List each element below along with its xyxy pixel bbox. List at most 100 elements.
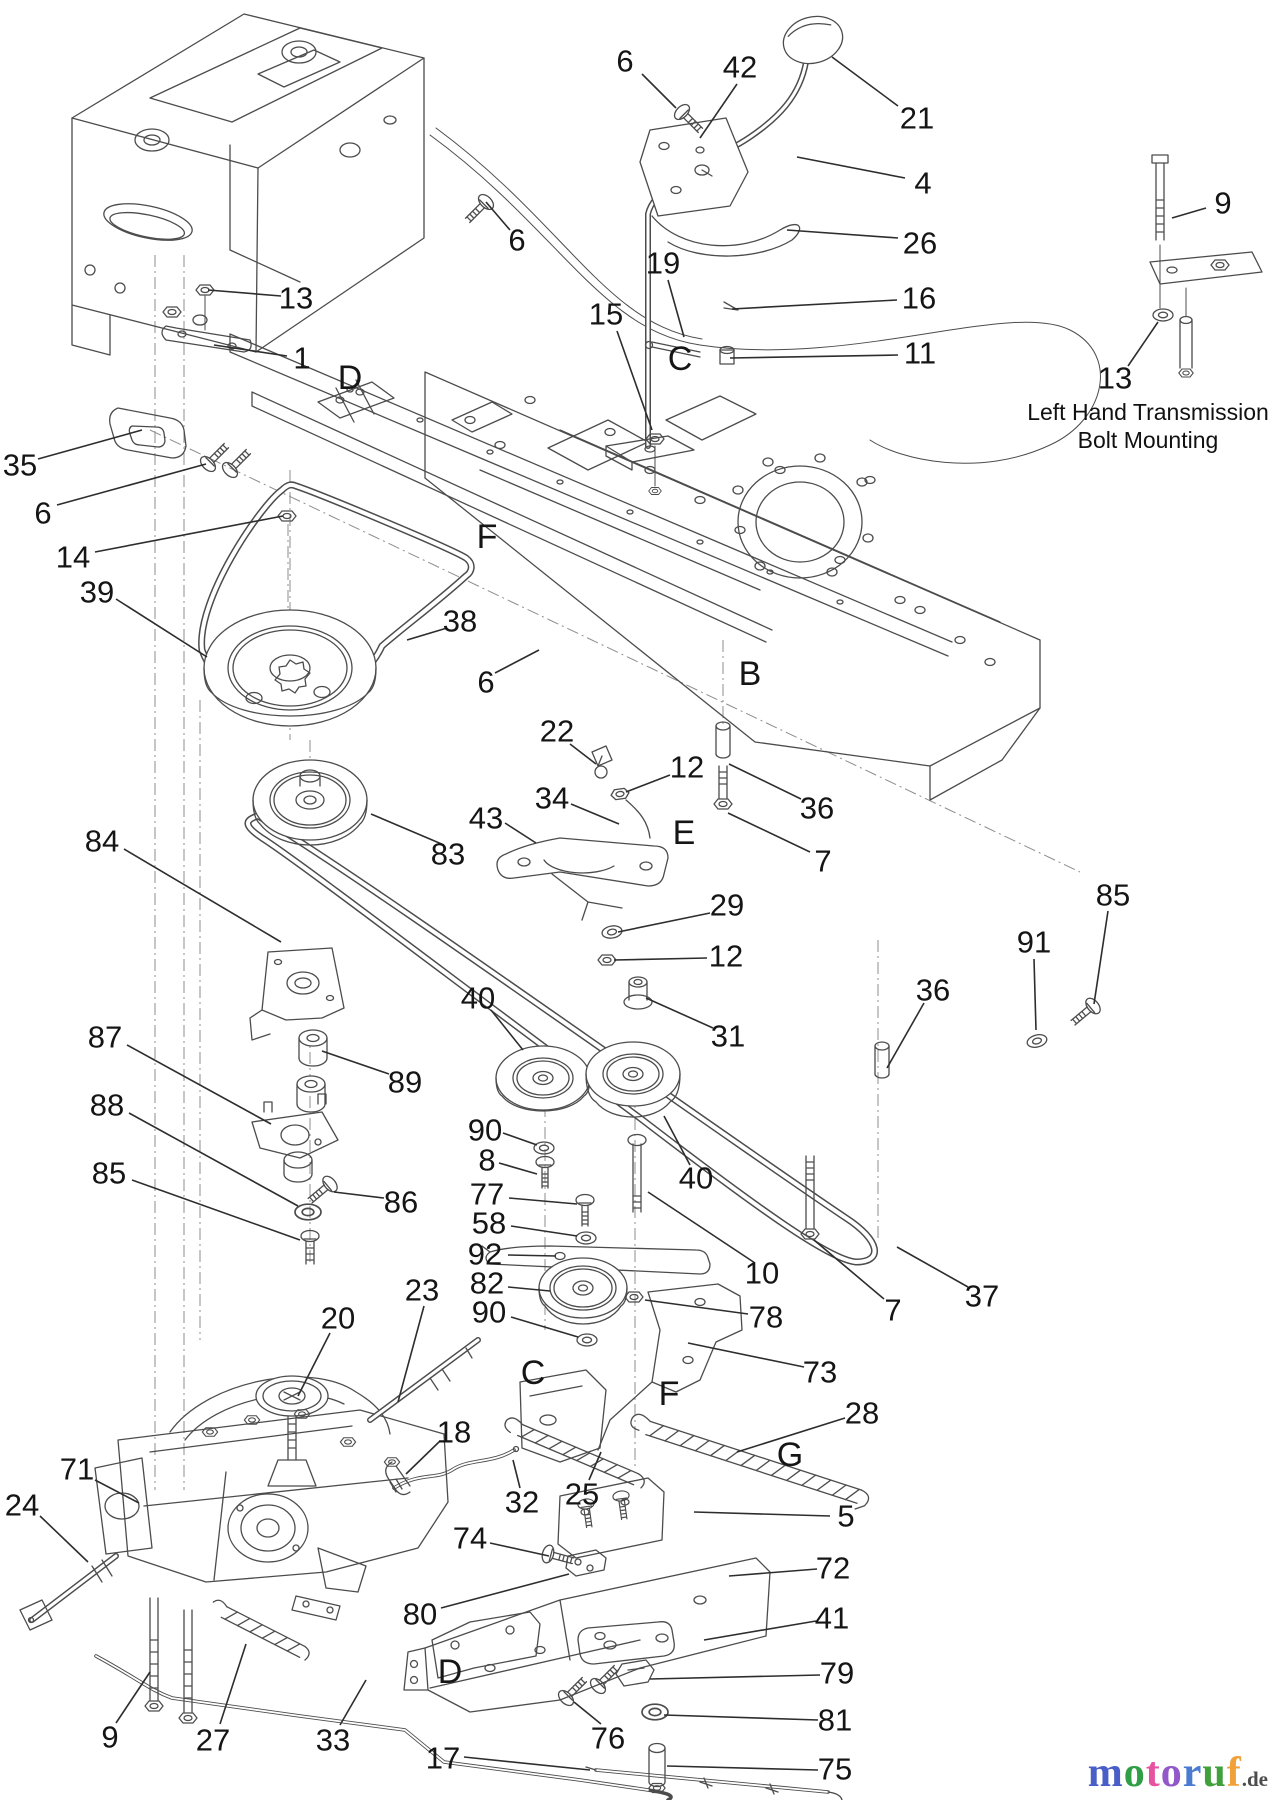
leader-line-87 [126,1044,272,1125]
idler-hardware [533,721,1104,1240]
callout-label-33: 33 [316,1723,350,1758]
leader-line-43 [504,822,537,844]
leader-line-71 [94,1479,140,1504]
callout-label-6: 6 [616,44,633,79]
section-letter-G: G [777,1436,803,1474]
logo-letter-o: o [1123,1750,1146,1796]
leader-line-81 [663,1714,819,1721]
callout-label-21: 21 [900,101,934,136]
callout-label-84: 84 [85,824,119,859]
leader-line-35 [37,429,143,460]
callout-label-80: 80 [403,1597,437,1632]
callout-label-29: 29 [710,888,744,923]
leader-line-79 [649,1674,821,1680]
callout-label-10: 10 [745,1256,779,1291]
upper-belt-and-pulley [198,481,475,727]
callout-label-78: 78 [749,1300,783,1335]
callout-label-19: 19 [646,246,680,281]
callout-label-90: 90 [468,1113,502,1148]
callout-label-16: 16 [902,281,936,316]
leader-line-21 [831,56,899,107]
leader-line-85 [1093,910,1109,1005]
callout-label-38: 38 [443,604,477,639]
leader-line-37 [896,1246,969,1288]
callout-label-1: 1 [293,341,310,376]
section-letter-F: F [477,518,498,556]
callout-label-36: 36 [800,791,834,826]
leader-line-72 [728,1568,818,1577]
callout-label-43: 43 [469,801,503,836]
callout-label-72: 72 [816,1551,850,1586]
callout-label-73: 73 [803,1355,837,1390]
callout-label-82: 82 [470,1266,504,1301]
drive-belt-and-pulleys [244,721,1104,1266]
leader-line-11 [729,354,899,359]
motoruf-logo: motoruf.de [1088,1752,1268,1794]
callout-label-27: 27 [196,1723,230,1758]
callout-label-89: 89 [388,1065,422,1100]
leader-line-74 [489,1542,550,1557]
leader-line-24 [39,1515,89,1563]
leader-line-36 [728,763,802,800]
callout-label-36: 36 [916,973,950,1008]
leader-line-14 [94,515,284,553]
logo-letter-r: r [1182,1750,1203,1796]
callout-label-79: 79 [820,1656,854,1691]
leader-line-77 [508,1197,578,1205]
leader-line-58 [510,1225,578,1237]
callout-label-17: 17 [426,1741,460,1776]
callout-label-87: 87 [88,1020,122,1055]
callout-label-75: 75 [818,1752,852,1787]
callout-label-18: 18 [437,1415,471,1450]
callout-label-40: 40 [679,1161,713,1196]
leader-line-5 [693,1511,831,1517]
callout-label-6: 6 [508,223,525,258]
leader-line-9 [115,1671,151,1724]
callout-label-83: 83 [431,837,465,872]
leader-line-73 [687,1342,805,1368]
logo-letter-f: f [1226,1750,1242,1796]
callout-label-58: 58 [472,1206,506,1241]
leader-line-85 [131,1179,301,1241]
leader-line-12 [613,957,708,961]
leader-line-36 [886,1002,925,1069]
construction-lines [149,255,1081,1490]
callout-label-71: 71 [60,1452,94,1487]
callout-label-41: 41 [815,1601,849,1636]
callout-label-40: 40 [461,981,495,1016]
callout-label-81: 81 [818,1703,852,1738]
leader-line-76 [573,1701,602,1725]
motoruf-logo-suffix: .de [1241,1767,1268,1791]
callout-label-24: 24 [5,1488,39,1523]
callout-label-35: 35 [3,448,37,483]
callout-label-34: 34 [535,781,569,816]
wiring-harness [429,127,1101,464]
frame-box [71,13,425,356]
callout-label-7: 7 [814,844,831,879]
section-letter-C: C [668,340,693,378]
callout-label-12: 12 [670,750,704,785]
leader-line-1 [213,344,288,357]
callout-label-5: 5 [837,1499,854,1534]
chassis-deck [229,333,1041,801]
callout-label-23: 23 [405,1273,439,1308]
section-letter-E: E [673,814,696,852]
leader-line-13 [207,289,282,297]
leader-line-80 [440,1573,570,1609]
leader-line-6 [485,201,511,231]
callout-label-13: 13 [279,281,313,316]
callout-label-6: 6 [477,665,494,700]
leader-line-82 [507,1286,551,1292]
leader-line-20 [297,1332,331,1397]
leader-line-25 [588,1451,602,1481]
springs-and-rods [94,1413,870,1800]
leader-line-28 [736,1417,846,1453]
leader-line-88 [128,1112,299,1207]
callout-label-20: 20 [321,1301,355,1336]
callout-label-90: 90 [472,1295,506,1330]
callout-label-11: 11 [904,336,936,371]
callout-label-32: 32 [505,1485,539,1520]
leader-line-84 [123,848,282,943]
